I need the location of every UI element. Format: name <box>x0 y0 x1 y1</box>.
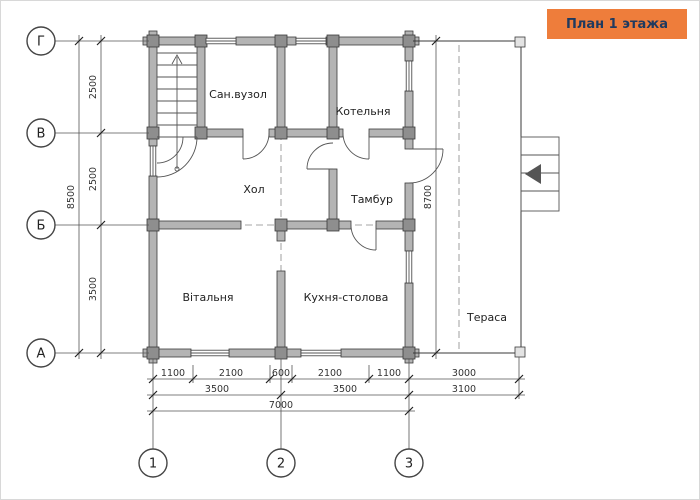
dim-left-3: 3500 <box>88 277 99 301</box>
window <box>405 60 413 92</box>
terrace-post <box>514 346 526 358</box>
dim-b2-2: 3500 <box>333 384 357 395</box>
window <box>295 37 327 45</box>
room-label-terrace: Тераса <box>466 311 507 324</box>
axis-row-v: В <box>26 118 56 148</box>
door-terrace <box>408 148 444 184</box>
wall-segment <box>148 175 158 364</box>
axis-col-label: 3 <box>405 457 413 472</box>
wall-segment <box>284 220 352 230</box>
axis-row-label: Б <box>37 219 46 234</box>
axis-col-3: 3 <box>394 448 424 478</box>
staircase <box>156 52 198 178</box>
windows <box>149 37 413 357</box>
terrace-post <box>514 36 526 48</box>
wall-segment <box>276 44 286 130</box>
dim-b1-4: 2100 <box>318 368 342 379</box>
dim-left-total: 8500 <box>66 185 77 209</box>
room-label-living-room: Вітальня <box>182 291 233 304</box>
wall-segment <box>156 220 242 230</box>
axis-col-2: 2 <box>266 448 296 478</box>
wall-segment <box>375 220 406 230</box>
window <box>190 349 230 357</box>
wall-segment <box>368 128 406 138</box>
dim-b1-1: 1100 <box>161 368 185 379</box>
axis-col-label: 2 <box>277 457 285 472</box>
wall-segment <box>228 348 302 358</box>
window <box>149 145 157 177</box>
room-label-vestibule: Тамбур <box>350 193 393 206</box>
dim-b1-2: 2100 <box>219 368 243 379</box>
wall-segment <box>404 182 414 252</box>
dimensions-bottom: 1100 2100 600 2100 1100 3000 3500 3500 3… <box>147 357 525 449</box>
dim-b1-5: 1100 <box>377 368 401 379</box>
wall-segment <box>276 270 286 350</box>
axis-row-g: Г <box>26 26 56 56</box>
room-label-bathroom: Сан.вузол <box>209 88 267 101</box>
wall-segment <box>328 168 338 222</box>
dim-b1-6: 3000 <box>452 368 476 379</box>
page-title: План 1 этажа <box>566 16 668 32</box>
dim-left-1: 2500 <box>88 75 99 99</box>
dimensions-left: 2500 2500 3500 8500 <box>55 35 149 359</box>
window <box>300 349 342 357</box>
dimension-right: 8700 <box>423 35 441 359</box>
axis-col-label: 1 <box>149 457 157 472</box>
dim-right-total: 8700 <box>423 185 434 209</box>
room-label-boiler: Котельня <box>335 105 390 118</box>
door-boiler-room <box>342 132 370 160</box>
wall-segment <box>404 90 414 150</box>
entry-arrow <box>525 164 541 184</box>
title-box: План 1 этажа <box>547 9 687 39</box>
porch-steps <box>520 136 560 212</box>
axis-row-b: Б <box>26 210 56 240</box>
room-labels: Сан.вузол Котельня Хол Тамбур Вітальня К… <box>182 88 507 324</box>
dim-b3-1: 7000 <box>269 400 293 411</box>
dim-b2-3: 3100 <box>452 384 476 395</box>
dim-left-2: 2500 <box>88 167 99 191</box>
dim-b2-1: 3500 <box>205 384 229 395</box>
dim-b1-3: 600 <box>272 368 290 379</box>
window <box>205 37 237 45</box>
axis-row-a: А <box>26 338 56 368</box>
axis-circles-left: Г В Б А <box>26 26 56 368</box>
door-kitchen <box>350 224 377 251</box>
axis-row-label: Г <box>37 35 45 50</box>
log-joint-blocks <box>146 34 416 360</box>
door-vestibule-hall <box>306 142 334 170</box>
wall-segment <box>196 44 206 130</box>
room-label-kitchen: Кухня-столова <box>304 291 389 304</box>
axis-row-label: А <box>37 347 46 362</box>
window <box>405 250 413 284</box>
room-label-hall: Хол <box>243 183 264 196</box>
axis-col-1: 1 <box>138 448 168 478</box>
axis-row-label: В <box>37 127 46 142</box>
axis-circles-bottom: 1 2 3 <box>138 448 424 478</box>
door-bathroom <box>242 132 270 160</box>
doors <box>242 132 444 251</box>
